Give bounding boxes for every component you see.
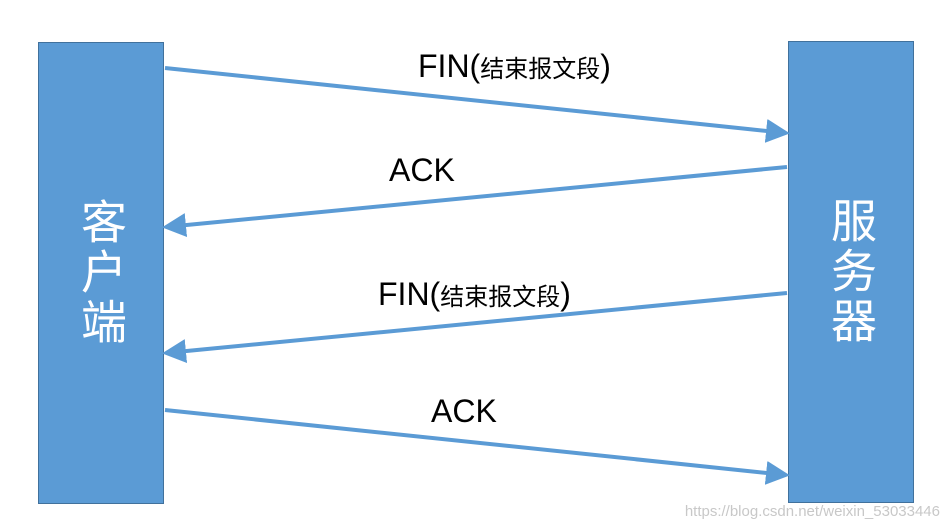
- client-label: 客户端: [74, 198, 128, 348]
- arrow-ack-client-to-server: [164, 408, 790, 485]
- message-label-ack-2: ACK: [431, 393, 497, 430]
- message-label-ack-1-text: ACK: [389, 152, 455, 188]
- message-label-ack-1: ACK: [389, 152, 455, 189]
- client-box: 客户端: [38, 42, 164, 504]
- arrow-fin-server-to-client: [162, 291, 788, 364]
- message-label-fin-1: FIN(结束报文段): [418, 48, 611, 85]
- message-label-fin-1-sub: 结束报文段: [480, 55, 601, 83]
- server-box: 服务器: [788, 41, 914, 503]
- watermark-text: https://blog.csdn.net/weixin_53033446: [684, 503, 940, 520]
- arrow-ack-server-to-client: [162, 165, 788, 238]
- message-label-fin-2-suffix: ): [560, 276, 571, 312]
- message-label-fin-2-sub: 结束报文段: [440, 283, 561, 311]
- message-label-ack-2-text: ACK: [431, 393, 497, 429]
- message-label-fin-1-prefix: FIN(: [418, 48, 481, 84]
- message-label-fin-2-prefix: FIN(: [378, 276, 441, 312]
- server-label: 服务器: [824, 197, 878, 347]
- message-label-fin-2: FIN(结束报文段): [378, 276, 571, 313]
- arrow-fin-client-to-server: [164, 66, 790, 143]
- message-label-fin-1-suffix: ): [600, 48, 611, 84]
